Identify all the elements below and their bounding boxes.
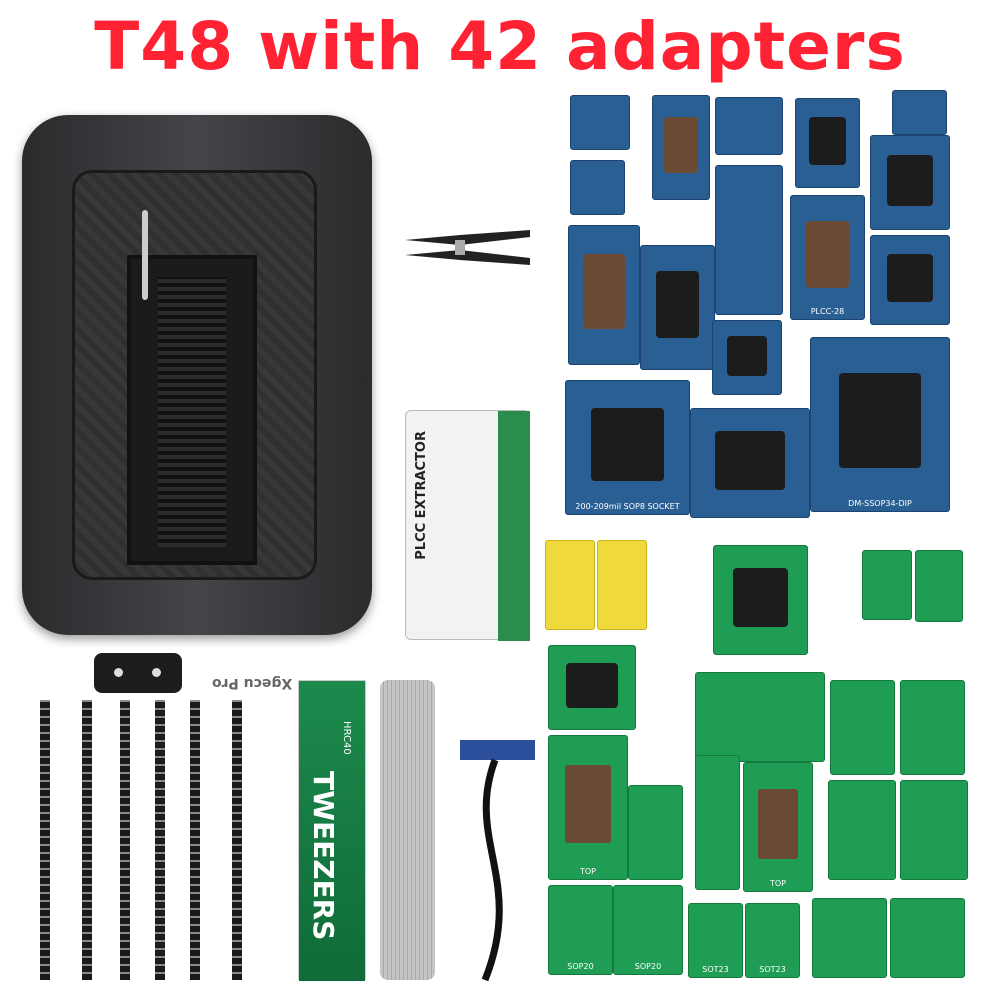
adapter-board: SOP20 [613, 885, 683, 975]
sop-socket-icon [886, 154, 934, 206]
run-led [152, 668, 161, 677]
zif-pin-rows [158, 277, 226, 547]
sop-socket-icon [655, 270, 700, 339]
adapter-board [640, 245, 715, 370]
pin-header-strip [40, 700, 50, 980]
adapter-board [570, 160, 625, 215]
adapter-board [690, 408, 810, 518]
soic-clip-icon [405, 230, 530, 265]
ribbon-cable-clip [380, 680, 435, 980]
adapter-board [795, 98, 860, 188]
plcc-socket-icon [564, 764, 612, 844]
zif-lever [142, 210, 148, 300]
sop-socket-icon [566, 662, 618, 709]
adapter-board: DM-SSOP34-DIP [810, 337, 950, 512]
headline-title: T48 with 42 adapters [94, 8, 906, 85]
adapter-board [597, 540, 647, 630]
adapter-label: SOT23 [702, 965, 729, 974]
adapter-board [695, 755, 740, 890]
adapter-board: TOP [548, 735, 628, 880]
sop-socket-icon [808, 116, 847, 165]
tweezers-model: HRC40 [341, 721, 352, 755]
adapter-board: 200-209mil SOP8 SOCKET [565, 380, 690, 515]
sop-socket-icon [714, 430, 786, 490]
sop-socket-icon [732, 567, 789, 627]
adapter-board [652, 95, 710, 200]
power-led [114, 668, 123, 677]
adapter-board [715, 97, 783, 155]
adapter-board [628, 785, 683, 880]
adapter-board [915, 550, 963, 622]
adapter-label: PLCC-28 [810, 307, 845, 316]
plcc-socket-icon [664, 116, 698, 174]
adapter-board [812, 898, 887, 978]
adapter-board [890, 898, 965, 978]
plcc-socket-icon [805, 220, 850, 289]
pin-header-strip [82, 700, 92, 980]
sop-socket-icon [590, 407, 665, 481]
adapter-label: DM-SSOP34-DIP [848, 499, 912, 508]
adapter-label: SOP20 [634, 962, 662, 971]
adapter-board [548, 645, 636, 730]
adapter-board [900, 780, 968, 880]
adapter-board [715, 165, 783, 315]
pin-header-strip [190, 700, 200, 980]
pin-header-strip [155, 700, 165, 980]
adapter-board: PLCC-28 [790, 195, 865, 320]
adapter-board: TOP [743, 762, 813, 892]
adapter-board: SOT23 [745, 903, 800, 978]
tweezers-pack: TWEEZERS HRC40 [298, 680, 366, 981]
pin-header-strip [232, 700, 242, 980]
adapter-label: SOT23 [759, 965, 786, 974]
sop-socket-icon [838, 372, 922, 468]
adapter-board [870, 135, 950, 230]
extractor-label: PLCC EXTRACTOR [414, 431, 429, 560]
adapter-board [870, 235, 950, 325]
tweezers-label: TWEEZERS [307, 771, 340, 941]
adapter-label: TOP [769, 879, 786, 888]
zif-socket-icon [127, 255, 257, 565]
adapter-board: SOT23 [688, 903, 743, 978]
extractor-band [498, 411, 530, 641]
adapter-board [545, 540, 595, 630]
adapter-board [862, 550, 912, 620]
adapter-board [892, 90, 947, 135]
pin-header-strip [120, 700, 130, 980]
sop-socket-icon [726, 335, 768, 376]
adapter-label: SOP20 [567, 962, 594, 971]
adapter-board: SOP20 [548, 885, 613, 975]
plcc-socket-icon [757, 788, 799, 859]
lcd-cable [460, 740, 535, 982]
adapter-label: 200-209mil SOP8 SOCKET [575, 502, 680, 511]
plcc-extractor-pack: PLCC EXTRACTOR [405, 410, 530, 641]
adapter-board [712, 320, 782, 395]
adapter-label: TOP [579, 867, 596, 876]
adapter-board [695, 672, 825, 762]
adapter-board [830, 680, 895, 775]
adapter-board [900, 680, 965, 775]
t48-programmer: Xgecu Pro [22, 115, 372, 693]
adapter-board [570, 95, 630, 150]
tweezers-band [299, 681, 365, 981]
sop-socket-icon [886, 253, 934, 302]
adapter-board [568, 225, 640, 365]
led-indicator-icon [94, 653, 182, 693]
programmer-brand: Xgecu Pro [212, 675, 293, 691]
adapter-board [828, 780, 896, 880]
adapter-board [713, 545, 808, 655]
plcc-socket-icon [583, 253, 625, 330]
